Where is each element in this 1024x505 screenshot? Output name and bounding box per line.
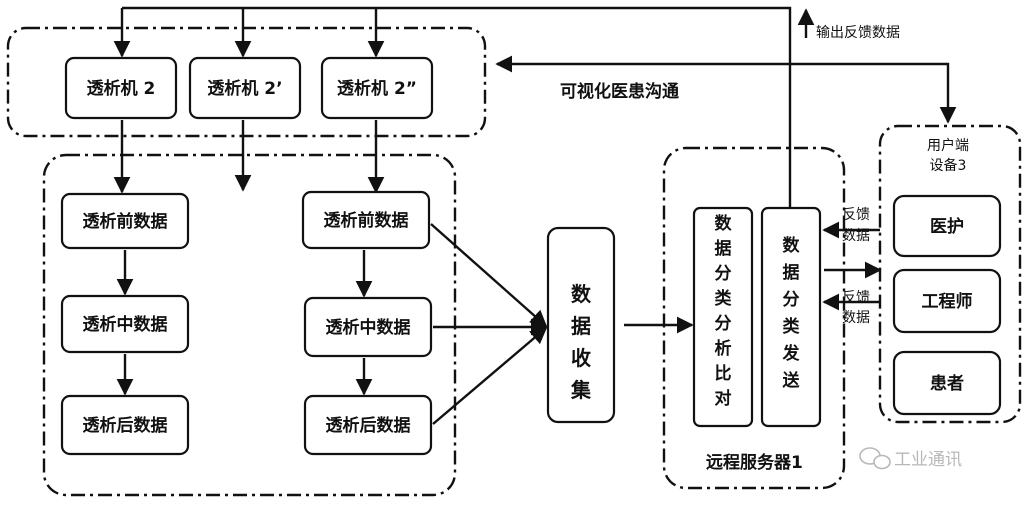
- terminal-label-line2: 设备3: [930, 157, 967, 174]
- user-box-engineer: 工程师: [892, 268, 1002, 334]
- remote-server-label: 远程服务器1: [706, 452, 803, 473]
- data-analysis-box: [692, 206, 754, 428]
- feedback-top-line2: 数据: [842, 228, 870, 244]
- visual-communication-label: 可视化医患沟通: [560, 81, 679, 102]
- right-stage-mid: 透析中数据: [303, 296, 433, 358]
- user-box-patient: 患者: [892, 350, 1002, 416]
- stage-label: 透析前数据: [83, 211, 168, 232]
- stage-label: 透析前数据: [324, 210, 409, 231]
- machine-box-1: 透析机 2: [64, 56, 178, 120]
- output-feedback-label: 输出反馈数据: [816, 25, 900, 41]
- arrow-post-to-collect: [432, 326, 548, 425]
- stage-label: 透析后数据: [326, 415, 411, 436]
- feedback-return-line: [122, 6, 792, 207]
- user-label: 患者: [930, 373, 964, 394]
- machine-label: 透析机 2: [87, 78, 156, 99]
- data-collection-label: 数据收集: [570, 282, 592, 402]
- stage-label: 透析中数据: [83, 314, 168, 335]
- data-collection-box: [546, 226, 616, 424]
- machines-group: [6, 26, 487, 138]
- machine-label: 透析机 2”: [337, 78, 417, 99]
- visual-communication-arrow: [495, 55, 957, 124]
- arrow-pre-to-collect: [430, 223, 548, 328]
- data-analysis-label: 数据分类分析比对: [715, 213, 733, 409]
- right-stage-pre: 透析前数据: [301, 190, 431, 250]
- left-stage-post: 透析后数据: [60, 394, 190, 456]
- stage-label: 透析后数据: [83, 415, 168, 436]
- user-box-medical: 医护: [892, 194, 1002, 258]
- feedback-bottom-line1: 反馈: [842, 290, 870, 306]
- machine-box-2: 透析机 2’: [188, 56, 302, 120]
- right-stage-post: 透析后数据: [303, 394, 433, 456]
- machine-label: 透析机 2’: [207, 78, 282, 99]
- left-stage-pre: 透析前数据: [60, 192, 190, 250]
- left-stage-mid: 透析中数据: [60, 294, 190, 354]
- user-label: 工程师: [922, 291, 973, 312]
- wechat-icon: [859, 447, 891, 470]
- feedback-bottom-line2: 数据: [842, 310, 870, 326]
- machine-box-3: 透析机 2”: [320, 56, 434, 120]
- watermark-text: 工业通讯: [894, 450, 962, 470]
- remote-server-group: [662, 146, 846, 490]
- watermark: 工业通讯: [859, 447, 962, 470]
- data-stages-group: [42, 153, 457, 497]
- data-dispatch-box: [760, 206, 822, 428]
- feedback-top-line1: 反馈: [842, 207, 870, 223]
- data-dispatch-label: 数据分类发送: [782, 235, 801, 391]
- terminal-label-line1: 用户端: [927, 137, 969, 154]
- stage-label: 透析中数据: [326, 317, 411, 338]
- user-label: 医护: [930, 216, 964, 237]
